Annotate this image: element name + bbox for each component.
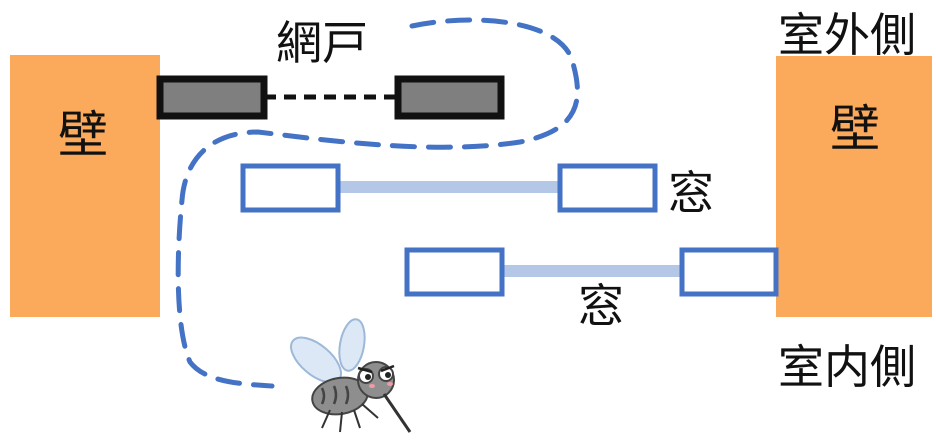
screen-door-frame-right — [394, 75, 505, 120]
window-outer-frame-left — [240, 163, 341, 213]
wall-right — [776, 56, 932, 317]
window-outer — [240, 163, 658, 213]
indoor-side-label: 室内側 — [778, 340, 916, 394]
wall-left — [10, 55, 160, 317]
wall-left-label: 壁 — [58, 106, 108, 164]
window-inner-label: 窓 — [578, 279, 624, 333]
window-outer-frame-right — [557, 163, 658, 213]
wall-right-label: 壁 — [830, 100, 880, 158]
mosquito-icon — [290, 318, 412, 433]
window-outer-glass — [338, 181, 560, 193]
screen-door — [156, 75, 505, 120]
screen-door-label: 網戸 — [276, 16, 368, 70]
window-inner-frame-left — [404, 247, 505, 297]
screen-door-frame-left — [156, 75, 268, 120]
window-inner — [404, 247, 779, 297]
window-inner-glass — [502, 265, 682, 277]
window-inner-frame-right — [679, 247, 779, 297]
mosquito-path — [175, 17, 580, 389]
window-outer-label: 窓 — [668, 166, 714, 220]
outdoor-side-label: 室外側 — [778, 8, 916, 62]
